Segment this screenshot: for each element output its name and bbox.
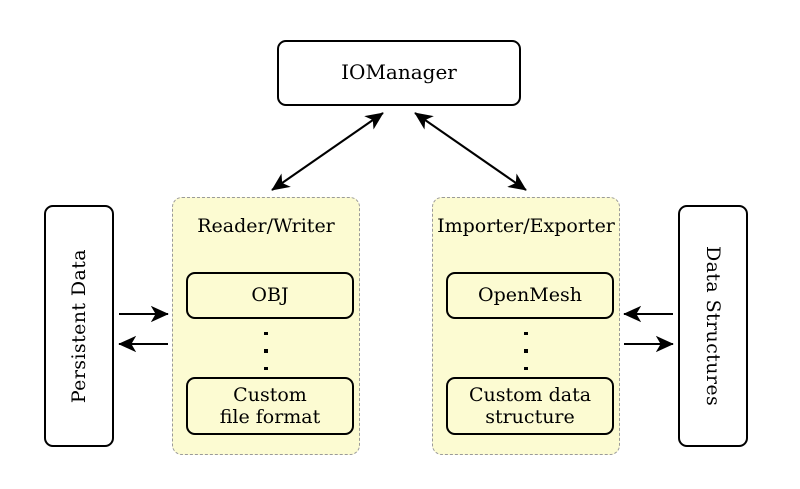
ellipsis-vertical-icon [173, 332, 359, 370]
group-importer-exporter[interactable]: Importer/Exporter OpenMesh Custom data s… [432, 197, 620, 455]
node-custom-data-structure-line1: Custom data [468, 383, 592, 406]
node-persistent-data-label: Persistent Data [68, 248, 90, 404]
ellipsis-vertical-icon [433, 332, 619, 370]
node-io-manager[interactable]: IOManager [277, 40, 521, 106]
node-obj-label: OBJ [251, 284, 289, 307]
node-openmesh-label: OpenMesh [478, 284, 582, 307]
group-reader-writer-title: Reader/Writer [197, 215, 335, 237]
node-openmesh[interactable]: OpenMesh [446, 272, 614, 319]
edge-iomanager-readerwriter [271, 112, 384, 191]
edge-iomanager-importerexporter [414, 112, 527, 191]
node-custom-data-structure-label: Custom data structure [469, 384, 591, 429]
node-custom-file-format-label: Custom file format [220, 384, 321, 429]
node-custom-data-structure-line2: structure [485, 406, 575, 428]
node-persistent-data[interactable]: Persistent Data [44, 205, 114, 447]
node-data-structures[interactable]: Data Structures [678, 205, 748, 447]
node-obj[interactable]: OBJ [186, 272, 354, 319]
node-custom-file-format-line2: file format [219, 406, 321, 428]
node-custom-file-format[interactable]: Custom file format [186, 377, 354, 435]
group-reader-writer[interactable]: Reader/Writer OBJ Custom file format [172, 197, 360, 455]
node-custom-data-structure[interactable]: Custom data structure [446, 377, 614, 435]
node-io-manager-label: IOManager [341, 60, 457, 85]
group-importer-exporter-title: Importer/Exporter [437, 215, 615, 237]
node-custom-file-format-line1: Custom [233, 383, 307, 406]
node-data-structures-label: Data Structures [702, 245, 724, 407]
